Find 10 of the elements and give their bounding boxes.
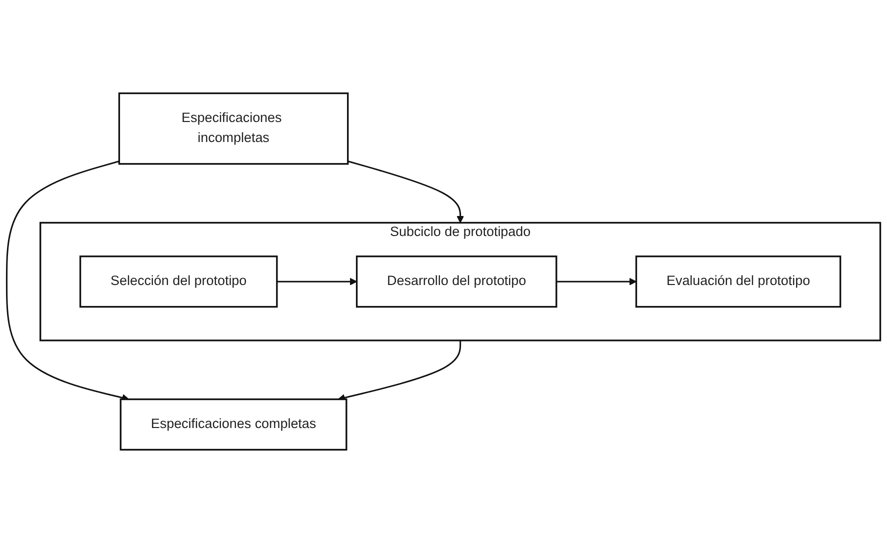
node-box: Evaluación del prototipo <box>635 255 842 308</box>
arrow <box>338 340 462 401</box>
node-box: Especificaciones incompletas <box>118 92 349 164</box>
node-box: Desarrollo del prototipo <box>356 255 558 308</box>
arrow <box>276 277 358 285</box>
arrow <box>6 160 130 401</box>
arrow <box>348 160 464 223</box>
node-box: Especificaciones completas <box>120 398 348 450</box>
arrow <box>556 277 637 285</box>
node-box: Selección del prototipo <box>79 255 278 308</box>
